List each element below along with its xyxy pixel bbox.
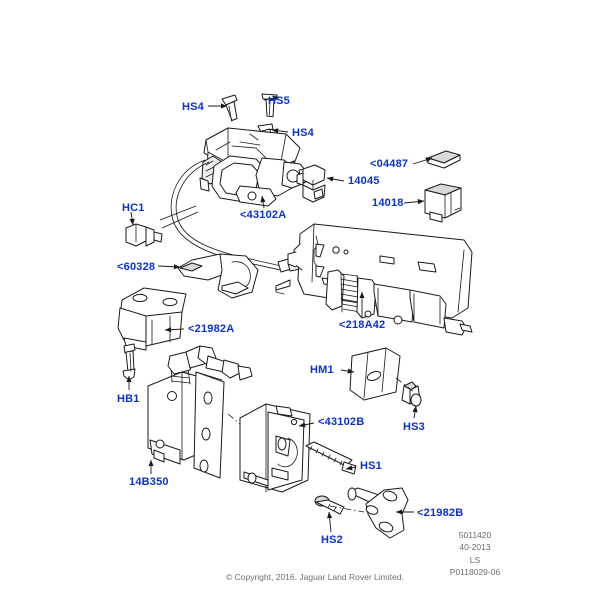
- bolt-hs1: [305, 441, 357, 475]
- label-hs4-right[interactable]: HS4: [292, 127, 314, 139]
- label-hs4-top[interactable]: HS4: [182, 101, 204, 113]
- handle-housing-218a42: [275, 223, 473, 336]
- label-04487[interactable]: <04487: [370, 158, 409, 170]
- leader-43102b: [298, 422, 315, 428]
- latch-assembly-upper: [199, 127, 312, 207]
- label-43102b[interactable]: <43102B: [318, 416, 365, 428]
- label-hs3[interactable]: HS3: [403, 421, 425, 433]
- leader-hm1: [340, 368, 355, 374]
- striker-21982b: [347, 487, 409, 539]
- leader-hs4-right: [271, 128, 289, 134]
- cap-04487: [427, 150, 461, 169]
- connector-14018: [424, 183, 462, 223]
- screw-hs2: [314, 495, 345, 515]
- label-14045[interactable]: 14045: [348, 175, 380, 187]
- leader-43102a: [260, 195, 266, 209]
- label-hs1[interactable]: HS1: [360, 460, 382, 472]
- screw-hs3: [401, 381, 422, 407]
- leader-cable-b: [161, 211, 199, 229]
- drawing-number: 5011420: [458, 530, 492, 540]
- label-hc1[interactable]: HC1: [122, 202, 145, 214]
- label-14b350[interactable]: 14B350: [129, 476, 169, 488]
- bolt-hb1: [122, 343, 136, 381]
- label-43102a[interactable]: <43102A: [240, 209, 287, 221]
- page-code: P0118029-06: [449, 566, 501, 577]
- leader-hs5: [263, 95, 280, 101]
- leader-21982a: [164, 327, 185, 333]
- leader-04487: [412, 157, 433, 165]
- leader-hc1: [129, 211, 135, 226]
- leader-14018: [403, 199, 425, 205]
- screw-hs4-top: [221, 94, 238, 122]
- label-60328[interactable]: <60328: [117, 261, 156, 273]
- switch-14045: [296, 164, 326, 203]
- label-hs5[interactable]: HS5: [268, 95, 290, 107]
- label-hb1[interactable]: HB1: [117, 393, 140, 405]
- drawing-meta-block: 5011420 40-2013 LS P0118029-06: [420, 529, 530, 578]
- label-14018[interactable]: 14018: [372, 197, 404, 209]
- axis-actuator-latch: [227, 413, 241, 425]
- leader-60328: [157, 264, 181, 270]
- label-21982b[interactable]: <21982B: [417, 507, 464, 519]
- actuator-14b350: [147, 345, 253, 479]
- cover-hm1: [349, 347, 401, 401]
- axis-hs2-striker: [329, 505, 365, 513]
- leader-cable-a: [159, 205, 197, 221]
- latch-43102b: [239, 403, 311, 493]
- leader-hs1: [345, 465, 357, 471]
- clip-hc1: [125, 223, 163, 247]
- drawing-revision: 40-2013: [459, 542, 491, 553]
- striker-21982a: [117, 287, 187, 351]
- leader-14045: [326, 176, 345, 182]
- leader-hs3: [412, 405, 418, 419]
- leader-hs2: [327, 511, 333, 533]
- label-21982a[interactable]: <21982A: [188, 323, 235, 335]
- label-hm1[interactable]: HM1: [310, 364, 334, 376]
- copyright-notice: © Copyright, 2016. Jaguar Land Rover Lim…: [226, 572, 404, 582]
- label-218a42[interactable]: <218A42: [339, 319, 386, 331]
- model-code: LS: [469, 554, 481, 565]
- axis-hm1-hs3: [395, 377, 415, 393]
- cable-bracket-60328: [177, 253, 259, 299]
- leader-lines: [126, 95, 433, 533]
- label-hs2[interactable]: HS2: [321, 534, 343, 546]
